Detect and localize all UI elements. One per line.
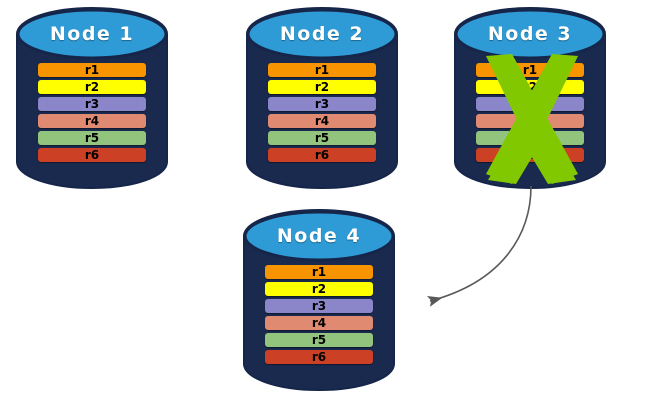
node-2-record-r1[interactable]: r1 — [268, 63, 376, 77]
node-3-record-r2[interactable]: r2 — [476, 80, 584, 94]
node-3-record-r6[interactable]: r6 — [476, 148, 584, 162]
cylinder-top — [246, 8, 398, 60]
node-2-record-r3[interactable]: r3 — [268, 97, 376, 111]
node-4-record-r3[interactable]: r3 — [265, 299, 373, 313]
node-4-record-r6[interactable]: r6 — [265, 350, 373, 364]
node-4-record-r4[interactable]: r4 — [265, 316, 373, 330]
cylinder-top — [243, 210, 395, 262]
node-3-record-r1[interactable]: r1 — [476, 63, 584, 77]
node-2-records: r1 r2 r3 r4 r5 r6 — [268, 63, 376, 162]
node-3-record-r5[interactable]: r5 — [476, 131, 584, 145]
node-1-records: r1 r2 r3 r4 r5 r6 — [38, 63, 146, 162]
node-1-record-r6[interactable]: r6 — [38, 148, 146, 162]
node-1-record-r4[interactable]: r4 — [38, 114, 146, 128]
arrow-path — [427, 185, 532, 307]
node-1-record-r3[interactable]: r3 — [38, 97, 146, 111]
node-3-records: r1 r2 r3 r4 r5 r6 — [476, 63, 584, 162]
node-3-record-r3[interactable]: r3 — [476, 97, 584, 111]
node-2-record-r4[interactable]: r4 — [268, 114, 376, 128]
node-1-record-r1[interactable]: r1 — [38, 63, 146, 77]
node-4-records: r1 r2 r3 r4 r5 r6 — [265, 265, 373, 364]
node-4-record-r1[interactable]: r1 — [265, 265, 373, 279]
node-1-record-r5[interactable]: r5 — [38, 131, 146, 145]
node-4-record-r5[interactable]: r5 — [265, 333, 373, 347]
node-2-record-r6[interactable]: r6 — [268, 148, 376, 162]
node-2-record-r5[interactable]: r5 — [268, 131, 376, 145]
cylinder-top — [16, 8, 168, 60]
cylinder-top — [454, 8, 606, 60]
node-2-record-r2[interactable]: r2 — [268, 80, 376, 94]
node-1-record-r2[interactable]: r2 — [38, 80, 146, 94]
node-3-record-r4[interactable]: r4 — [476, 114, 584, 128]
node-4-record-r2[interactable]: r2 — [265, 282, 373, 296]
